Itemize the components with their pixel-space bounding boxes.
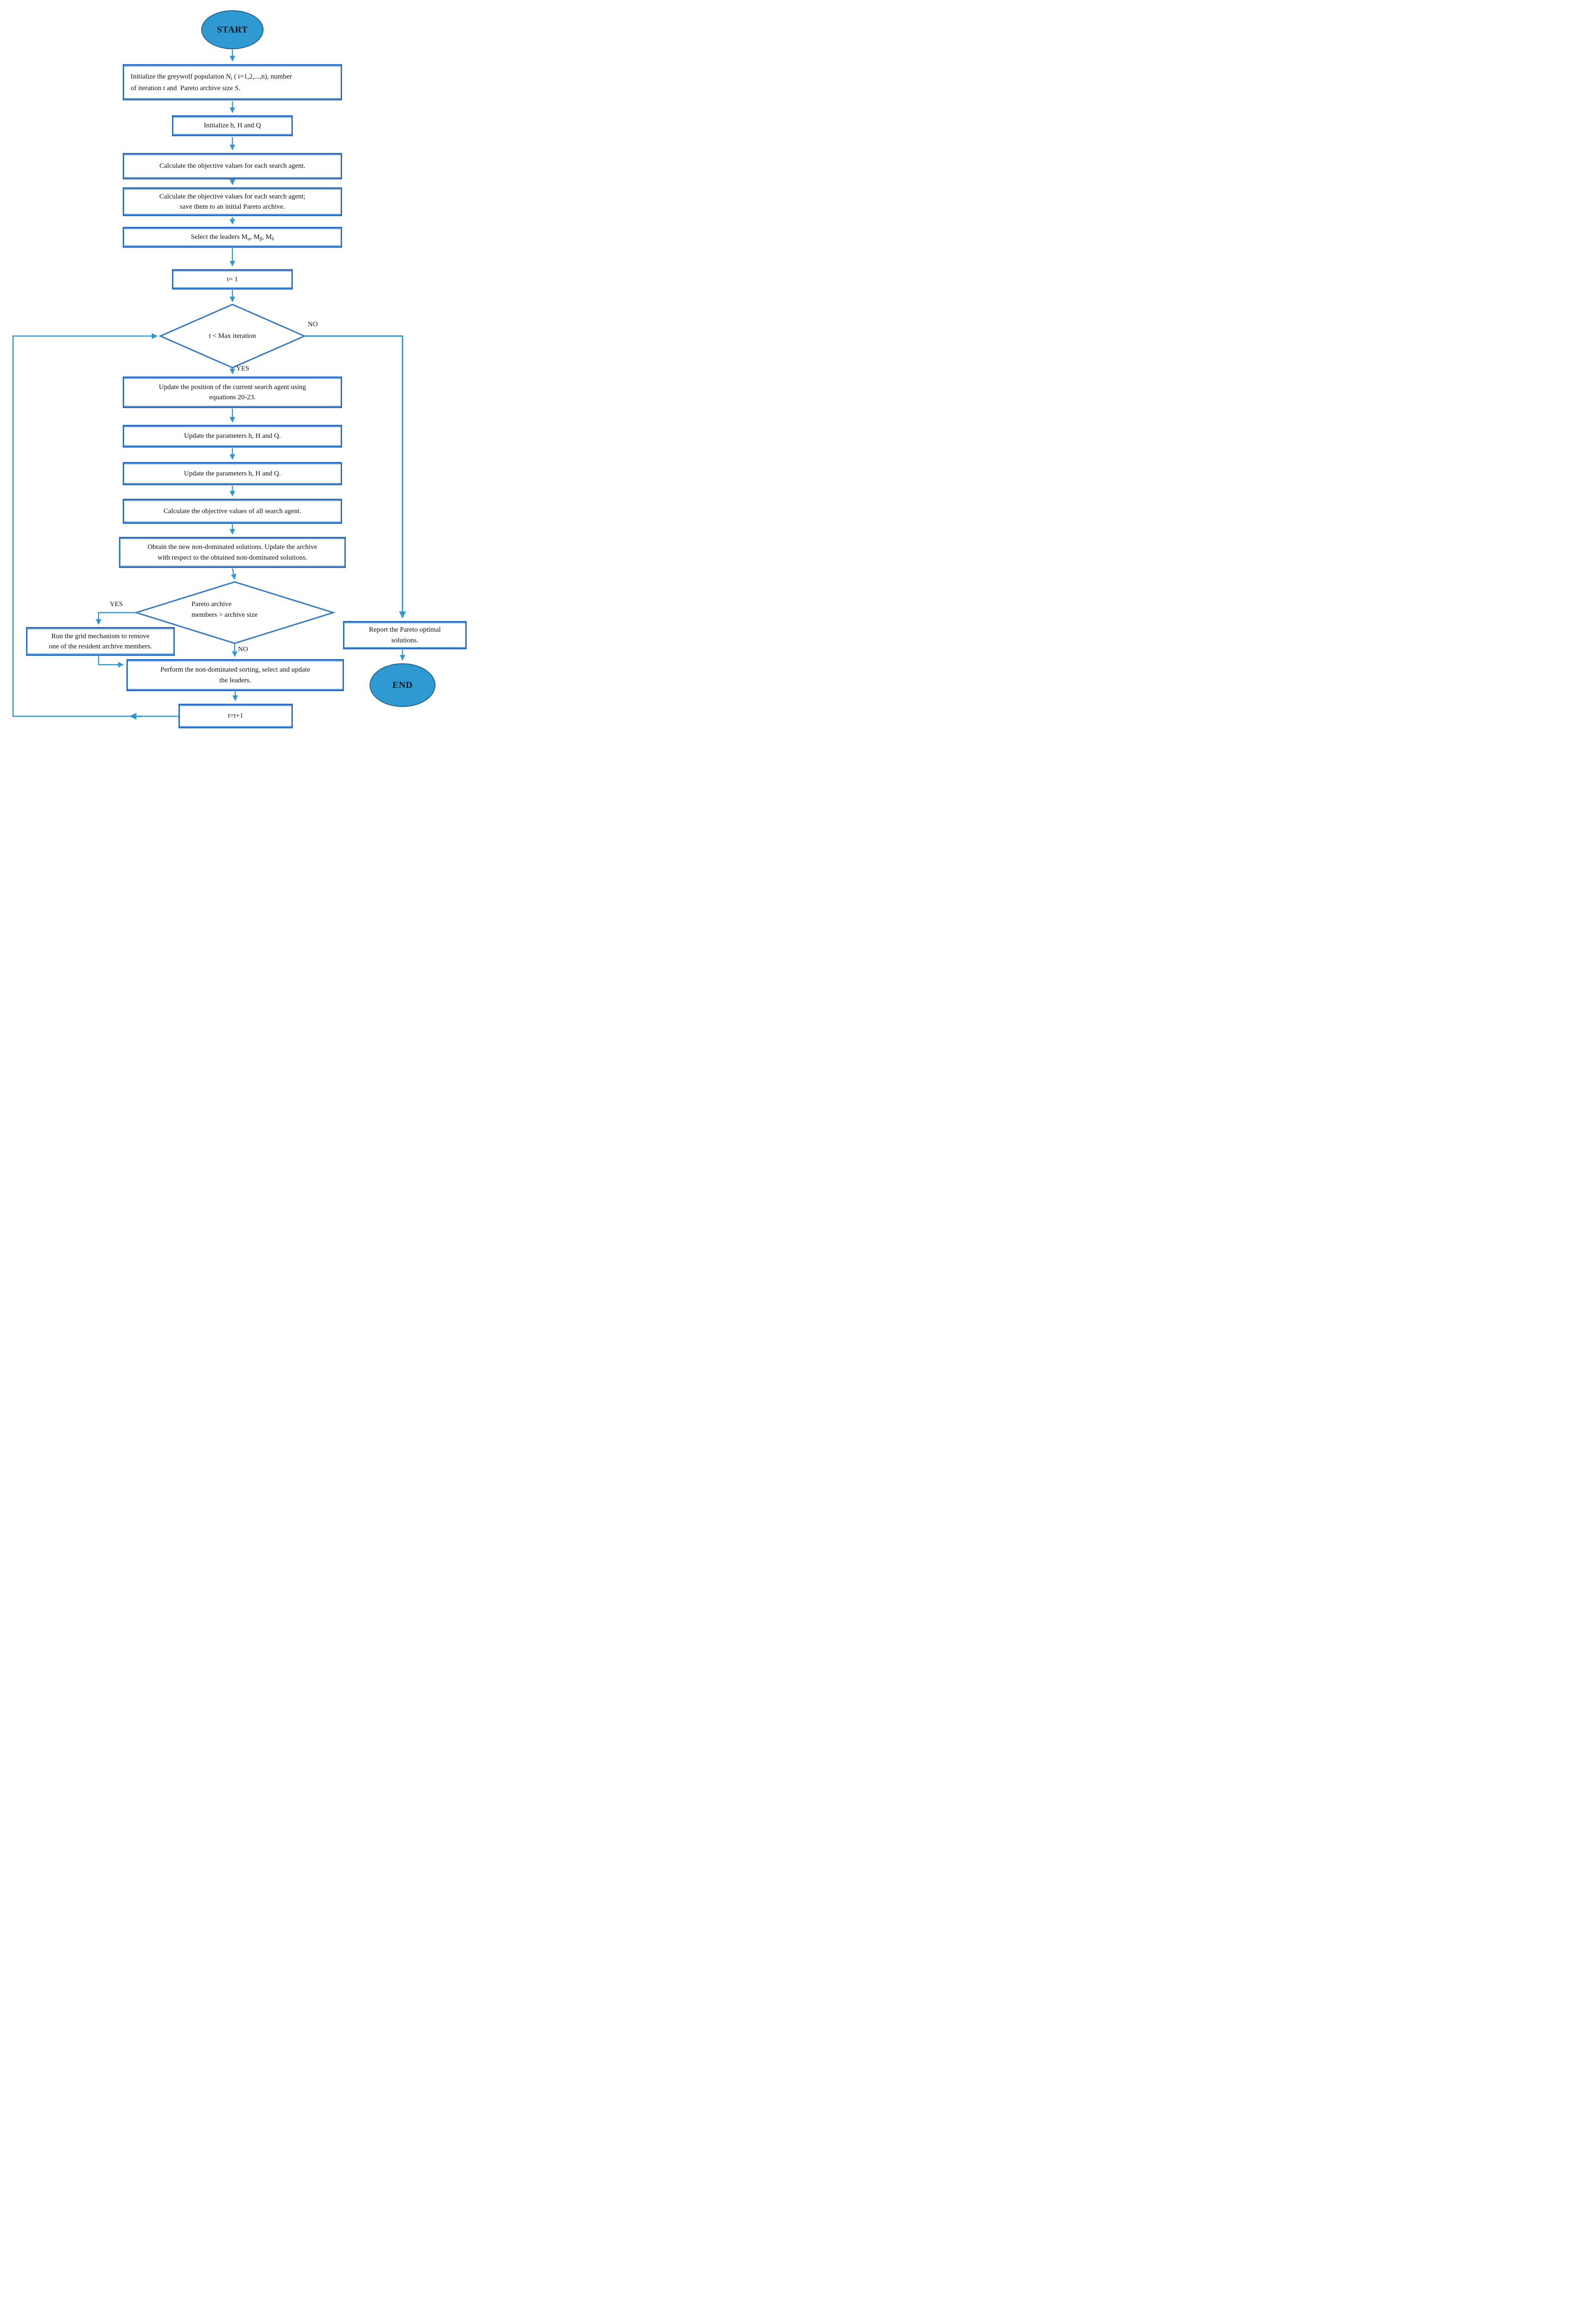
calc-objective-each-text: Calculate the objective values for each … — [159, 162, 305, 170]
calc-objective-save-line1: Calculate the objective values for each … — [159, 192, 306, 200]
initialize-parameters-text: Initialize h, H and Q — [204, 122, 261, 130]
node-update-parameters-1: Update the parameters h, H and Q. — [123, 425, 342, 448]
node-calc-objective-save: Calculate the objective values for each … — [123, 187, 342, 216]
grid-mechanism-line2: one of the resident archive members. — [49, 643, 152, 650]
node-t-init: t= 1 — [172, 269, 293, 290]
node-calc-objective-each: Calculate the objective values for each … — [123, 153, 342, 179]
end-label: END — [392, 680, 413, 690]
init-pop-subscript: i — [231, 76, 232, 81]
label-no-iteration: NO — [308, 321, 318, 328]
arrow-loop-back — [12, 333, 178, 717]
decision-archive-line2: members > archive size — [191, 611, 258, 619]
start-label: START — [217, 24, 248, 35]
decision-archive-line1: Pareto archive — [191, 601, 232, 608]
node-initialize-parameters: Initialize h, H and Q — [172, 115, 293, 136]
select-leaders-sub-delta: δ — [271, 237, 274, 242]
node-update-position: Update the position of the current searc… — [123, 376, 342, 408]
select-leaders-text: Select the leaders Mα, Mβ, Mδ — [191, 232, 274, 243]
t-increment-text: t=t+1 — [228, 712, 244, 720]
update-position-line1: Update the position of the current searc… — [158, 383, 306, 391]
label-no-archive: NO — [238, 646, 248, 653]
node-initialize-population: Initialize the greywolf population Ni ( … — [123, 64, 342, 100]
obtain-nondominated-line1: Obtain the new non-dominated solutions. … — [147, 543, 317, 551]
label-yes-iteration: YES — [236, 365, 250, 372]
t-init-text: t= 1 — [227, 275, 238, 283]
decision-archive-size-text: Pareto archive members > archive size — [191, 599, 289, 621]
select-leaders-s0: Select the leaders M — [191, 233, 248, 241]
node-perform-sorting: Perform the non-dominated sorting, selec… — [126, 659, 344, 691]
decision-max-iteration-text: t < Max iteration — [209, 332, 256, 340]
start-terminal: START — [201, 10, 264, 49]
select-leaders-sub-beta: β — [259, 237, 262, 242]
label-yes-archive: YES — [110, 601, 123, 608]
perform-sorting-line2: the leaders. — [219, 676, 251, 684]
node-calc-objective-all: Calculate the objective values of all se… — [123, 499, 342, 524]
calc-objective-all-text: Calculate the objective values of all se… — [163, 507, 302, 515]
perform-sorting-line1: Perform the non-dominated sorting, selec… — [160, 666, 310, 673]
end-terminal: END — [370, 663, 436, 707]
arrow-obtain-to-decision2 — [231, 568, 237, 580]
select-leaders-s1: , M — [250, 233, 260, 241]
select-leaders-s2: , M — [262, 233, 272, 241]
report-pareto-line1: Report the Pareto optimal — [369, 626, 441, 634]
node-report-pareto: Report the Pareto optimal solutions. — [343, 621, 467, 649]
arrow-yes-to-grid — [96, 612, 136, 625]
node-select-leaders: Select the leaders Mα, Mβ, Mδ — [123, 227, 342, 248]
select-leaders-sub-alpha: α — [247, 237, 250, 242]
update-parameters-2-text: Update the parameters h, H and Q. — [184, 469, 281, 477]
node-grid-mechanism: Run the grid mechanism to remove one of … — [26, 627, 175, 656]
arrow-no-to-report — [304, 335, 406, 619]
update-parameters-1-text: Update the parameters h, H and Q. — [184, 432, 281, 440]
node-update-parameters-2: Update the parameters h, H and Q. — [123, 462, 342, 485]
decision-archive-size-diamond — [133, 581, 336, 644]
node-obtain-nondominated: Obtain the new non-dominated solutions. … — [119, 537, 346, 568]
arrow-grid-to-sorting — [98, 656, 124, 667]
calc-objective-save-line2: save them to an initial Pareto archive. — [179, 203, 285, 211]
node-t-increment: t=t+1 — [178, 704, 293, 728]
init-pop-line2: of iteration t and Pareto archive size S… — [131, 84, 241, 92]
grid-mechanism-line1: Run the grid mechanism to remove — [51, 632, 150, 640]
init-pop-line1b: ( i=1,2,...,n), number — [232, 73, 292, 80]
init-pop-line1a: Initialize the greywolf population N — [131, 73, 231, 80]
connector-lines — [12, 50, 406, 720]
decision-max-iteration-diamond — [158, 304, 306, 369]
initialize-population-text: Initialize the greywolf population Ni ( … — [131, 71, 292, 83]
obtain-nondominated-line2: with respect to the obtained non-dominat… — [157, 554, 308, 561]
report-pareto-line2: solutions. — [391, 636, 418, 644]
flowchart-canvas: START END Initialize the greywolf popula… — [0, 0, 477, 736]
update-position-line2: equations 20-23. — [209, 394, 256, 401]
